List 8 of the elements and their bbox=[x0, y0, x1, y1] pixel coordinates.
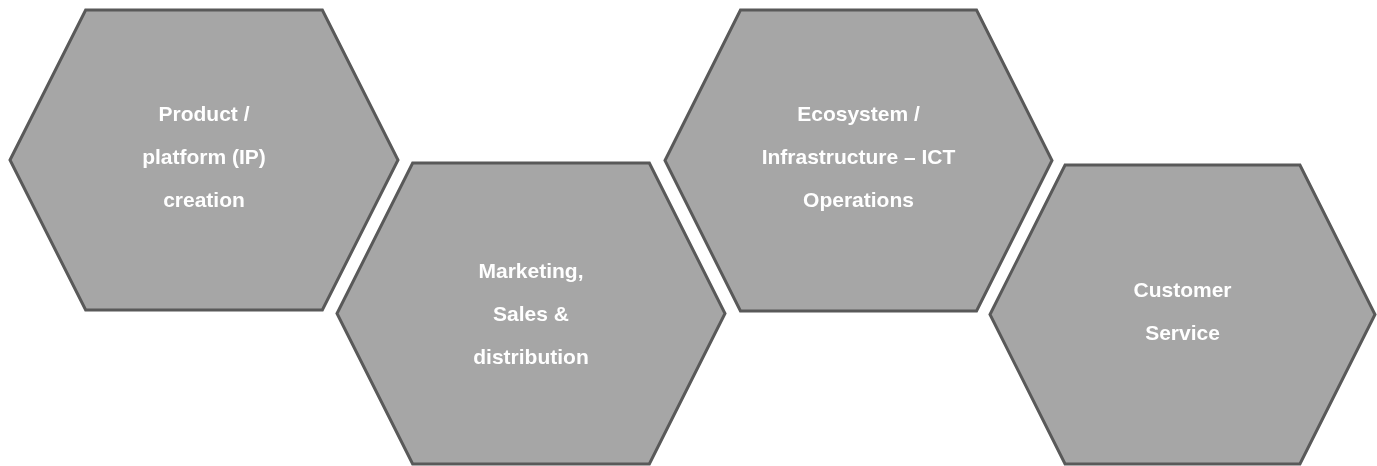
hexagon-shape bbox=[10, 10, 398, 310]
hexagon-label: Product / platform (IP) creation bbox=[141, 100, 267, 213]
hexagon-label: Customer Service bbox=[1132, 276, 1233, 346]
hexagon-shape bbox=[337, 163, 725, 464]
hexagon-shape bbox=[665, 10, 1052, 311]
hexagon-shape bbox=[990, 165, 1375, 464]
hexagon-label: Ecosystem / Infrastructure – ICT Operations bbox=[760, 101, 957, 213]
hexagon-label: Marketing, Sales & distribution bbox=[472, 258, 590, 370]
